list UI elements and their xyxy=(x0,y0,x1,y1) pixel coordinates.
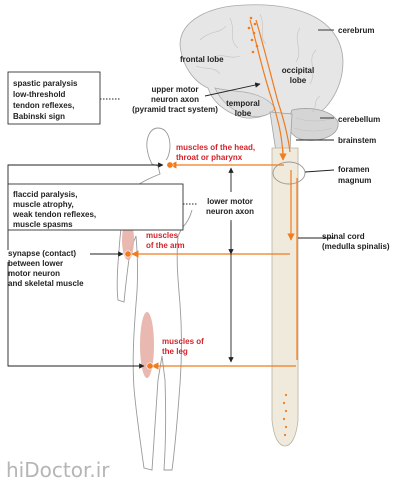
foramen-magnum-ring xyxy=(272,161,306,185)
spinal-cord-label-2: (medulla spinalis) xyxy=(322,242,390,251)
spinal-cord-label-1: spinal cord xyxy=(322,232,365,241)
nerve-pathways xyxy=(131,19,298,370)
foramen-label-1: foramen xyxy=(338,165,370,174)
upper-motor-label-2: neuron axon xyxy=(151,95,199,104)
temporal-lobe-label-2: lobe xyxy=(235,109,252,118)
cerebellum-shape xyxy=(287,108,339,141)
spastic-line-3: tendon reflexes, xyxy=(13,101,74,110)
flaccid-line-2: muscle atrophy, xyxy=(13,200,74,209)
flaccid-box: flaccid paralysis, muscle atrophy, weak … xyxy=(7,183,184,231)
synapse-label-3: motor neuron xyxy=(8,269,60,278)
flaccid-line-4: muscle spasms xyxy=(13,220,73,229)
arm-muscle-label-1: muscles xyxy=(146,231,179,240)
upper-motor-label-3: (pyramid tract system) xyxy=(132,105,218,114)
cerebellum-label: cerebellum xyxy=(338,115,380,124)
spinal-column-shape xyxy=(271,147,299,447)
leg-muscle-shape xyxy=(140,312,154,378)
head-muscle-label-2: throat or pharynx xyxy=(176,153,243,162)
leg-muscle-label-1: muscles of xyxy=(162,337,204,346)
temporal-lobe-label-1: temporal xyxy=(226,99,260,108)
flaccid-line-1: flaccid paralysis, xyxy=(13,190,77,199)
leg-synapse-dot xyxy=(146,362,154,370)
temporal-lobe-shape xyxy=(214,87,276,117)
foramen-label-2: magnum xyxy=(338,176,371,185)
frontal-lobe-label: frontal lobe xyxy=(180,55,224,64)
watermark-text: hiDoctor.ir xyxy=(6,458,110,482)
synapse-points xyxy=(124,161,174,370)
human-figure xyxy=(116,127,193,471)
muscle-labels: muscles of the head, throat or pharynx m… xyxy=(146,143,255,356)
spastic-line-4: Babinski sign xyxy=(13,112,65,121)
synapse-label-4: and skeletal muscle xyxy=(8,279,84,288)
lower-motor-label-1: lower motor xyxy=(207,197,253,206)
lower-motor-label-2: neuron axon xyxy=(206,207,254,216)
nerve-dots xyxy=(247,16,288,437)
occipital-lobe-label-1: occipital xyxy=(282,66,314,75)
spastic-box: spastic paralysis low-threshold tendon r… xyxy=(7,71,101,125)
flaccid-line-3: weak tendon reflexes, xyxy=(12,210,96,219)
brain xyxy=(179,4,344,153)
synapse-label-1: synapse (contact) xyxy=(8,249,76,258)
spastic-line-1: spastic paralysis xyxy=(13,79,78,88)
head-synapse-dot xyxy=(166,161,174,169)
upper-motor-label-1: upper motor xyxy=(151,85,198,94)
leg-muscle-label-2: the leg xyxy=(162,347,188,356)
arm-muscle-label-2: of the arm xyxy=(146,241,185,250)
anatomy-labels: cerebrum frontal lobe occipital lobe tem… xyxy=(8,26,390,288)
cerebrum-label: cerebrum xyxy=(338,26,374,35)
head-muscle-label-1: muscles of the head, xyxy=(176,143,255,152)
spastic-line-2: low-threshold xyxy=(13,90,66,99)
arm-synapse-dot xyxy=(124,250,132,258)
synapse-label-2: between lower xyxy=(8,259,63,268)
brainstem-label: brainstem xyxy=(338,136,376,145)
occipital-lobe-label-2: lobe xyxy=(290,76,307,85)
